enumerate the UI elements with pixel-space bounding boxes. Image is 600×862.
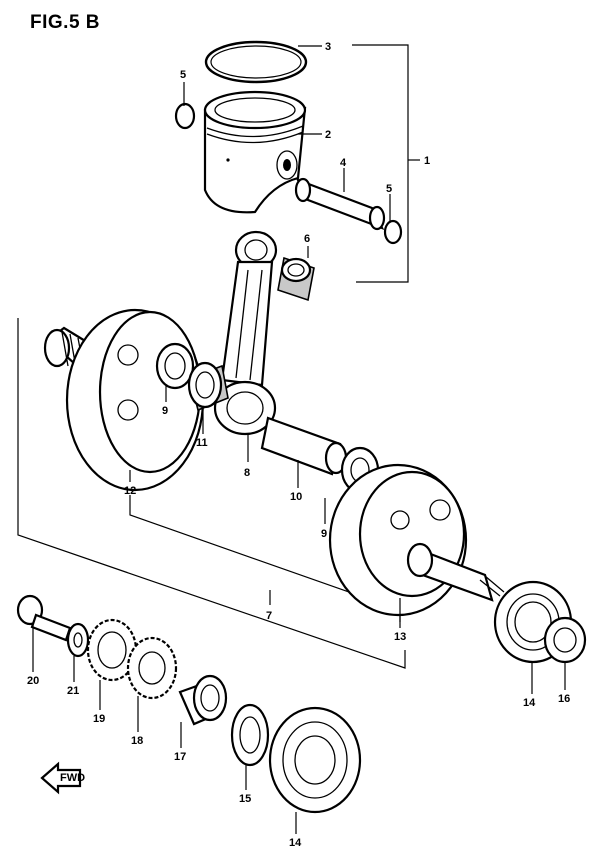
piston-ring — [204, 40, 308, 84]
piston-pin — [294, 177, 386, 231]
oil-seal-left — [230, 703, 270, 767]
label-part-17: 17 — [174, 751, 186, 763]
figure-title: FIG.5 B — [30, 12, 101, 33]
label-part-19: 19 — [93, 713, 105, 725]
label-part-1: 1 — [424, 155, 430, 167]
label-part-5-right: 5 — [386, 183, 392, 195]
bearing-left — [268, 706, 362, 814]
small-end-bearing — [277, 256, 315, 302]
label-part-8: 8 — [244, 467, 250, 479]
label-part-9-right: 9 — [321, 528, 327, 540]
label-part-6: 6 — [304, 233, 310, 245]
fwd-text: FWD — [60, 772, 85, 784]
label-part-14-left: 14 — [289, 837, 302, 849]
leader-lines — [32, 45, 566, 834]
washer — [66, 622, 90, 658]
spacer-gear — [126, 636, 178, 700]
label-part-3: 3 — [325, 41, 331, 53]
label-part-11: 11 — [196, 437, 208, 449]
piston — [203, 90, 307, 214]
fwd-arrow-icon: FWD — [40, 761, 85, 795]
label-part-9-left: 9 — [162, 405, 168, 417]
big-end-bearing — [187, 361, 229, 412]
label-part-16: 16 — [558, 693, 570, 705]
label-part-2: 2 — [325, 129, 331, 141]
label-part-18: 18 — [131, 735, 143, 747]
connecting-rod — [213, 230, 278, 436]
label-part-20: 20 — [27, 675, 39, 687]
oil-seal-right — [543, 616, 587, 664]
part-labels: 3 5 2 1 4 5 6 9 11 8 12 10 9 7 13 20 21 … — [27, 41, 570, 849]
label-part-4: 4 — [340, 157, 347, 169]
assembly-bracket-1 — [352, 44, 420, 283]
circlip-right — [383, 219, 403, 245]
label-part-7: 7 — [266, 610, 272, 622]
label-part-10: 10 — [290, 491, 302, 503]
bolt — [16, 594, 72, 642]
right-crank-half — [328, 463, 505, 617]
spacer — [178, 674, 228, 726]
label-part-14-right: 14 — [523, 697, 536, 709]
left-crank-half — [43, 308, 205, 492]
label-part-5-left: 5 — [180, 69, 186, 81]
label-part-13: 13 — [394, 631, 406, 643]
label-part-21: 21 — [67, 685, 79, 697]
circlip-left — [174, 102, 196, 130]
label-part-12: 12 — [124, 485, 136, 497]
label-part-15: 15 — [239, 793, 251, 805]
crank-pin — [260, 416, 348, 476]
